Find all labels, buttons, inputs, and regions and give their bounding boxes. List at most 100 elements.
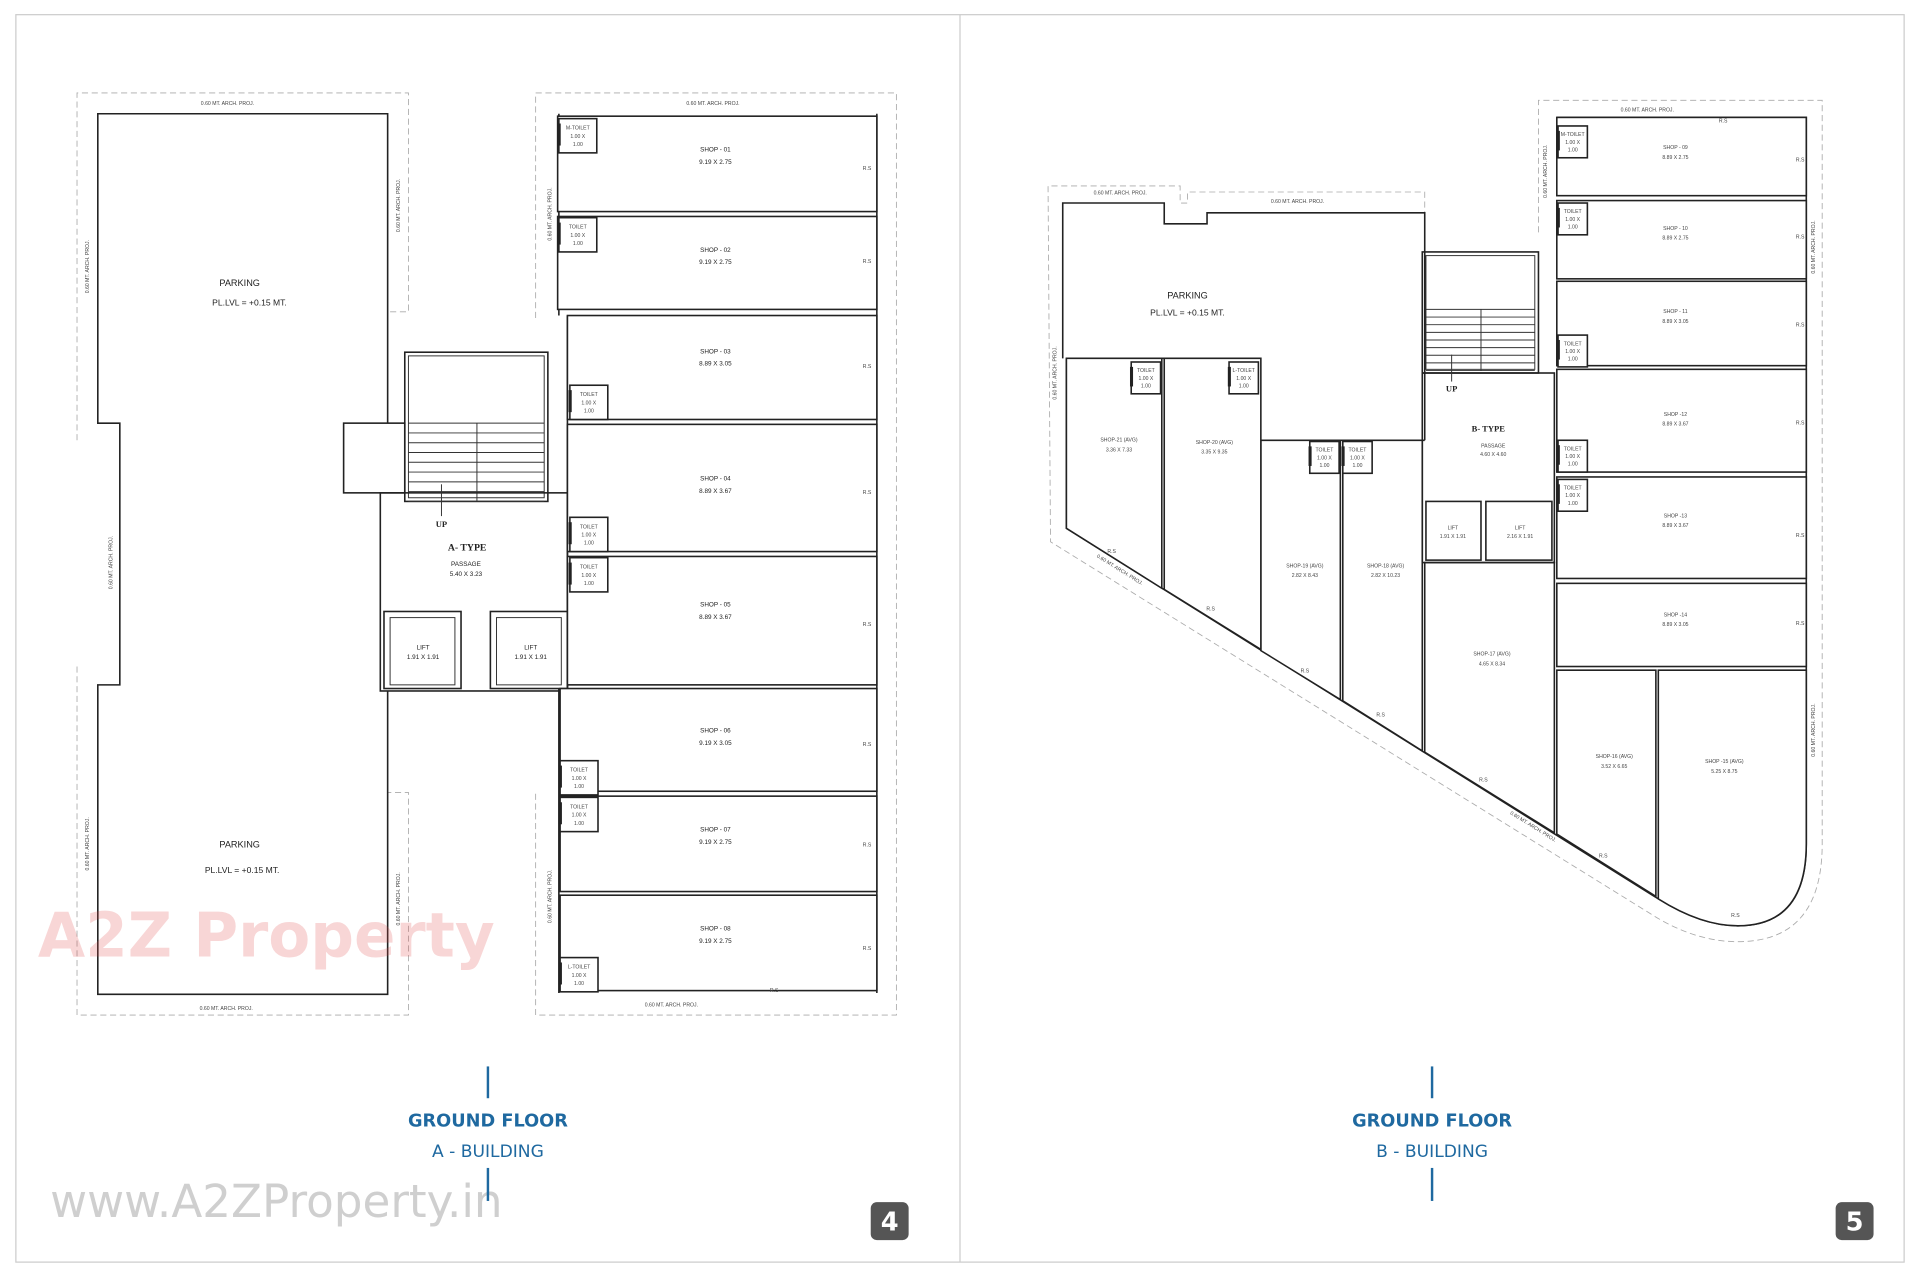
shop-unit (1423, 561, 1556, 835)
shop-size: 8.89 X 3.05 (1662, 319, 1688, 325)
projection-label: 0.60 MT. ARCH. PROJ. (396, 872, 402, 925)
toilet-size: 1.00 (1319, 463, 1329, 469)
toilet-size: 1.00 (1141, 383, 1151, 389)
parking-outline (97, 112, 389, 996)
projection-label: 0.60 MT. ARCH. PROJ. (396, 179, 402, 232)
passage-area (379, 492, 569, 692)
toilet-size: 1.00 X (572, 973, 587, 979)
toilet-size: 1.00 X (1565, 217, 1580, 223)
toilet-size: 1.00 (1352, 463, 1362, 469)
toilet-door (558, 802, 562, 825)
shop-size: 3.36 X 7.33 (1106, 447, 1132, 453)
rolling-shutter-label: R.S (1206, 606, 1215, 612)
toilet-label: TOILET (1564, 486, 1583, 492)
rolling-shutter-label: R.S (863, 946, 872, 952)
rolling-shutter-label: R.S (1796, 420, 1805, 426)
toilet-label: TOILET (580, 524, 599, 530)
toilet (569, 384, 609, 421)
caption-subtitle: B - BUILDING (1376, 1142, 1488, 1162)
rolling-shutter-label: R.S (1796, 157, 1805, 163)
caption-subtitle: A - BUILDING (432, 1142, 544, 1162)
toilet-size: 1.00 (574, 784, 584, 790)
passage-size: 5.40 X 3.23 (450, 571, 483, 578)
toilet-size: 1.00 X (581, 573, 596, 579)
projection-label: 0.60 MT. ARCH. PROJ. (1271, 199, 1324, 205)
shop-name: SHOP-17 (AVG) (1473, 652, 1511, 658)
toilet-label: TOILET (1349, 448, 1368, 454)
shop-size: 8.89 X 2.75 (1662, 236, 1688, 242)
projection-label: 0.60 MT. ARCH. PROJ. (1621, 107, 1674, 113)
toilet-size: 1.00 X (572, 813, 587, 819)
caption-title: GROUND FLOOR (408, 1111, 568, 1131)
lift-label: LIFT (1448, 526, 1459, 532)
toilet-size: 1.00 (1568, 501, 1578, 507)
toilet-door (1341, 446, 1345, 466)
toilet-door (568, 390, 572, 413)
projection-label: 0.60 MT. ARCH. PROJ. (1053, 346, 1059, 399)
shop-unit (1556, 582, 1808, 668)
toilet-door (1556, 207, 1560, 228)
parking-level: PL.LVL = +0.15 MT. (205, 865, 280, 875)
projection-label: 0.60 MT. ARCH. PROJ. (1543, 145, 1549, 198)
toilet-size: 1.00 (1568, 462, 1578, 468)
toilet (559, 956, 599, 993)
core-type-label: A- TYPE (448, 542, 487, 553)
projection-label: 0.60 MT. ARCH. PROJ. (645, 1003, 698, 1009)
toilet-size: 1.00 X (1565, 493, 1580, 499)
shop-unit (559, 687, 878, 793)
rolling-shutter-label: R.S (863, 742, 872, 748)
toilet-door (557, 222, 561, 245)
rolling-shutter-label: R.S (863, 364, 872, 370)
rolling-shutter-label: R.S (1107, 549, 1116, 555)
toilet (1557, 334, 1589, 368)
toilet-size: 1.00 X (570, 134, 585, 140)
toilet (569, 556, 609, 593)
lift-label: LIFT (417, 644, 430, 651)
toilet-size: 1.00 X (581, 400, 596, 406)
toilet (559, 796, 599, 833)
toilet (1308, 440, 1340, 475)
toilet-size: 1.00 (573, 241, 583, 247)
toilet-size: 1.00 (1568, 357, 1578, 363)
toilet-door (568, 522, 572, 545)
lift-size: 1.91 X 1.91 (1440, 534, 1466, 540)
shop-unit (556, 115, 878, 213)
passage-area (1421, 372, 1556, 564)
toilet (1228, 361, 1260, 395)
shop-size: 8.89 X 3.05 (699, 361, 732, 368)
shop-name: SHOP-18 (AVG) (1367, 563, 1405, 569)
lift-shaft (1425, 500, 1482, 561)
passage-size: 4.60 X 4.60 (1480, 452, 1506, 458)
shop-name: SHOP -13 (1664, 513, 1687, 519)
rolling-shutter-label: R.S (1731, 913, 1740, 919)
shop-unit (1065, 357, 1163, 590)
shop-unit (559, 795, 878, 893)
projection-label: 0.60 MT. ARCH. PROJ. (1094, 190, 1147, 196)
rolling-shutter-label: R.S (1301, 669, 1310, 675)
toilet (569, 516, 609, 553)
shop-size: 9.19 X 2.75 (699, 938, 732, 945)
toilet-label: TOILET (570, 804, 589, 810)
toilet-size: 1.00 (574, 821, 584, 827)
projection-label: 0.60 MT. ARCH. PROJ. (686, 101, 739, 107)
rolling-shutter-label: R.S (863, 622, 872, 628)
shop-size: 2.82 X 10.23 (1371, 573, 1400, 579)
lift-size: 1.91 X 1.91 (515, 654, 548, 661)
toilet-size: 1.00 X (1565, 349, 1580, 355)
parking-label: PARKING (219, 840, 260, 850)
projection-label: 0.60 MT. ARCH. PROJ. (85, 240, 91, 293)
toilet-label: TOILET (1564, 341, 1583, 347)
projection-label: 0.60 MT. ARCH. PROJ. (548, 187, 554, 240)
watermark-url: www.A2ZProperty.in (50, 1175, 503, 1228)
shop-unit (1260, 439, 1342, 701)
toilet-label: TOILET (1564, 446, 1583, 452)
shop-name: SHOP - 01 (700, 147, 731, 154)
shop-unit (1341, 439, 1424, 753)
projection-outline (1047, 99, 1823, 943)
projection-outline (76, 92, 897, 1016)
page-number: 5 (1846, 1207, 1864, 1237)
toilet-door (1227, 366, 1231, 387)
toilet-label: TOILET (1137, 368, 1156, 374)
